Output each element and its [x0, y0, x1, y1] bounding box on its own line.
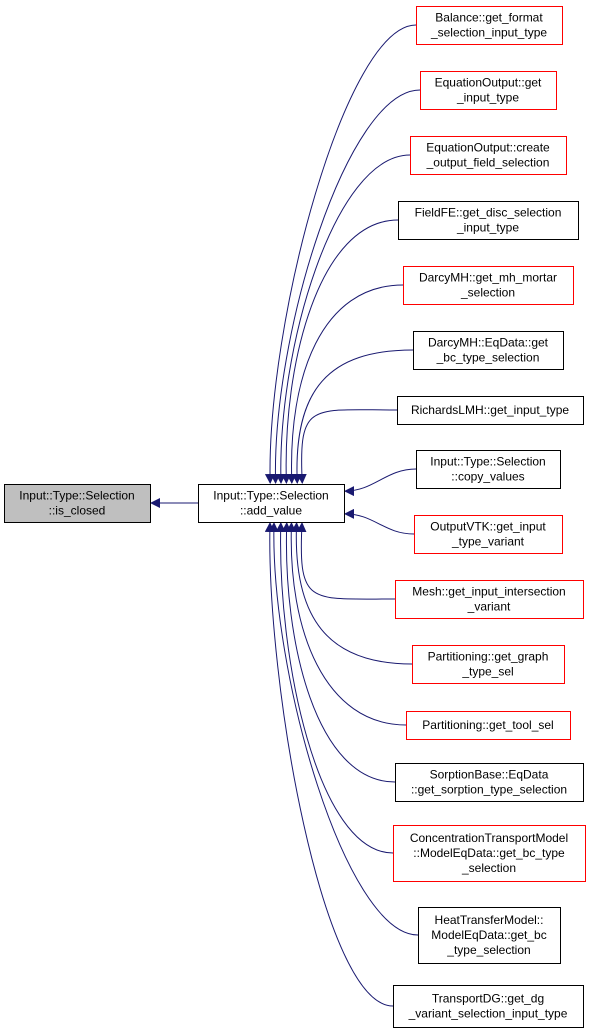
node-label-line: TransportDG::get_dg [432, 992, 544, 1006]
node-label-line: OutputVTK::get_input [430, 520, 546, 534]
node-box [416, 450, 561, 489]
node-label-line: _selection [461, 861, 516, 875]
node-box [412, 645, 565, 684]
node-label-line: ModelEqData::get_bc [431, 928, 546, 942]
node-label-line: HeatTransferModel:: [435, 913, 544, 927]
node-label-line: _type_sel [461, 665, 513, 679]
node-label-line: Input::Type::Selection [19, 489, 134, 503]
node-label-line: _type_variant [451, 535, 525, 549]
node-box [198, 484, 345, 523]
node-label-line: ::copy_values [451, 470, 524, 484]
edge-caller-4-to-add-value [286, 284, 404, 484]
node-box [395, 580, 584, 619]
caller-node-5[interactable]: DarcyMH::EqData::get_bc_type_selection [413, 331, 564, 370]
node-label-line: Input::Type::Selection [213, 489, 328, 503]
edges-layer [150, 24, 421, 1007]
edge-caller-6-to-add-value [296, 409, 398, 484]
node-label-line: EquationOutput::get [435, 76, 542, 90]
node-box [4, 484, 151, 523]
node-label-line: ::ModelEqData::get_bc_type [413, 846, 565, 860]
node-add-value[interactable]: Input::Type::Selection::add_value [198, 484, 345, 523]
node-box [414, 515, 563, 554]
node-label-line: Balance::get_format [435, 11, 543, 25]
focus-node-is-closed[interactable]: Input::Type::Selection::is_closed [4, 484, 151, 523]
node-label-line: EquationOutput::create [426, 141, 550, 155]
caller-node-7[interactable]: Input::Type::Selection::copy_values [416, 450, 561, 489]
caller-node-4[interactable]: DarcyMH::get_mh_mortar_selection [403, 266, 574, 305]
caller-node-13[interactable]: ConcentrationTransportModel::ModelEqData… [393, 825, 586, 882]
nodes-layer: Input::Type::Selection::is_closedInput::… [4, 6, 586, 1028]
node-box [418, 907, 561, 964]
node-label-line: SorptionBase::EqData [430, 768, 549, 782]
edge-caller-0-to-add-value [264, 24, 417, 484]
caller-node-12[interactable]: SorptionBase::EqData::get_sorption_type_… [395, 763, 584, 802]
node-box [393, 985, 584, 1028]
node-box [398, 201, 579, 240]
node-box [410, 136, 567, 175]
node-box [397, 396, 584, 425]
node-label-line: RichardsLMH::get_input_type [411, 403, 569, 417]
node-label-line: _selection [460, 286, 515, 300]
node-label-line: _variant [467, 600, 511, 614]
node-label-line: ::get_sorption_type_selection [411, 783, 567, 797]
caller-node-0[interactable]: Balance::get_format_selection_input_type [416, 6, 563, 45]
caller-node-9[interactable]: Mesh::get_input_intersection_variant [395, 580, 584, 619]
edge-caller-13-to-add-value [275, 522, 394, 854]
node-box [393, 825, 586, 882]
node-label-line: ::add_value [240, 504, 302, 518]
node-label-line: _selection_input_type [430, 26, 547, 40]
node-label-line: _input_type [456, 91, 519, 105]
caller-node-3[interactable]: FieldFE::get_disc_selection_input_type [398, 201, 579, 240]
node-box [413, 331, 564, 370]
edge-caller-2-to-add-value [275, 154, 411, 484]
node-box [420, 71, 557, 110]
node-label-line: Mesh::get_input_intersection [412, 585, 565, 599]
caller-node-14[interactable]: HeatTransferModel::ModelEqData::get_bc_t… [418, 907, 561, 964]
edge-caller-3-to-add-value [281, 219, 399, 484]
node-label-line: DarcyMH::EqData::get [428, 336, 549, 350]
node-label-line: _bc_type_selection [436, 351, 540, 365]
edge-caller-10-to-add-value [291, 522, 413, 665]
node-label-line: ::is_closed [49, 504, 106, 518]
caller-node-1[interactable]: EquationOutput::get_input_type [420, 71, 557, 110]
node-label-line: _input_type [456, 221, 519, 235]
caller-node-10[interactable]: Partitioning::get_graph_type_sel [412, 645, 565, 684]
node-box [416, 6, 563, 45]
node-box [395, 763, 584, 802]
node-box [403, 266, 574, 305]
caller-node-6[interactable]: RichardsLMH::get_input_type [397, 396, 584, 425]
node-label-line: _type_selection [446, 943, 530, 957]
node-label-line: ConcentrationTransportModel [410, 831, 568, 845]
node-label-line: Input::Type::Selection [430, 455, 545, 469]
edge-caller-7-to-add-value [344, 468, 417, 497]
node-label-line: _variant_selection_input_type [408, 1007, 568, 1021]
edge-caller-5-to-add-value [291, 349, 414, 484]
edge-caller-8-to-add-value [344, 508, 415, 535]
edge-caller-12-to-add-value [281, 522, 396, 783]
caller-node-11[interactable]: Partitioning::get_tool_sel [406, 711, 571, 740]
edge-caller-14-to-add-value [268, 522, 419, 936]
edge-caller-9-to-add-value [296, 522, 396, 600]
node-label-line: FieldFE::get_disc_selection [415, 206, 562, 220]
caller-node-8[interactable]: OutputVTK::get_input_type_variant [414, 515, 563, 554]
caller-node-2[interactable]: EquationOutput::create_output_field_sele… [410, 136, 567, 175]
edge-caller-15-to-add-value [264, 522, 394, 1007]
edge-caller-11-to-add-value [286, 522, 407, 726]
node-label-line: Partitioning::get_graph [428, 650, 549, 664]
node-box [406, 711, 571, 740]
node-label-line: DarcyMH::get_mh_mortar [419, 271, 557, 285]
caller-node-15[interactable]: TransportDG::get_dg_variant_selection_in… [393, 985, 584, 1028]
node-label-line: Partitioning::get_tool_sel [422, 718, 553, 732]
edge-caller-1-to-add-value [270, 89, 421, 484]
node-label-line: _output_field_selection [426, 156, 550, 170]
